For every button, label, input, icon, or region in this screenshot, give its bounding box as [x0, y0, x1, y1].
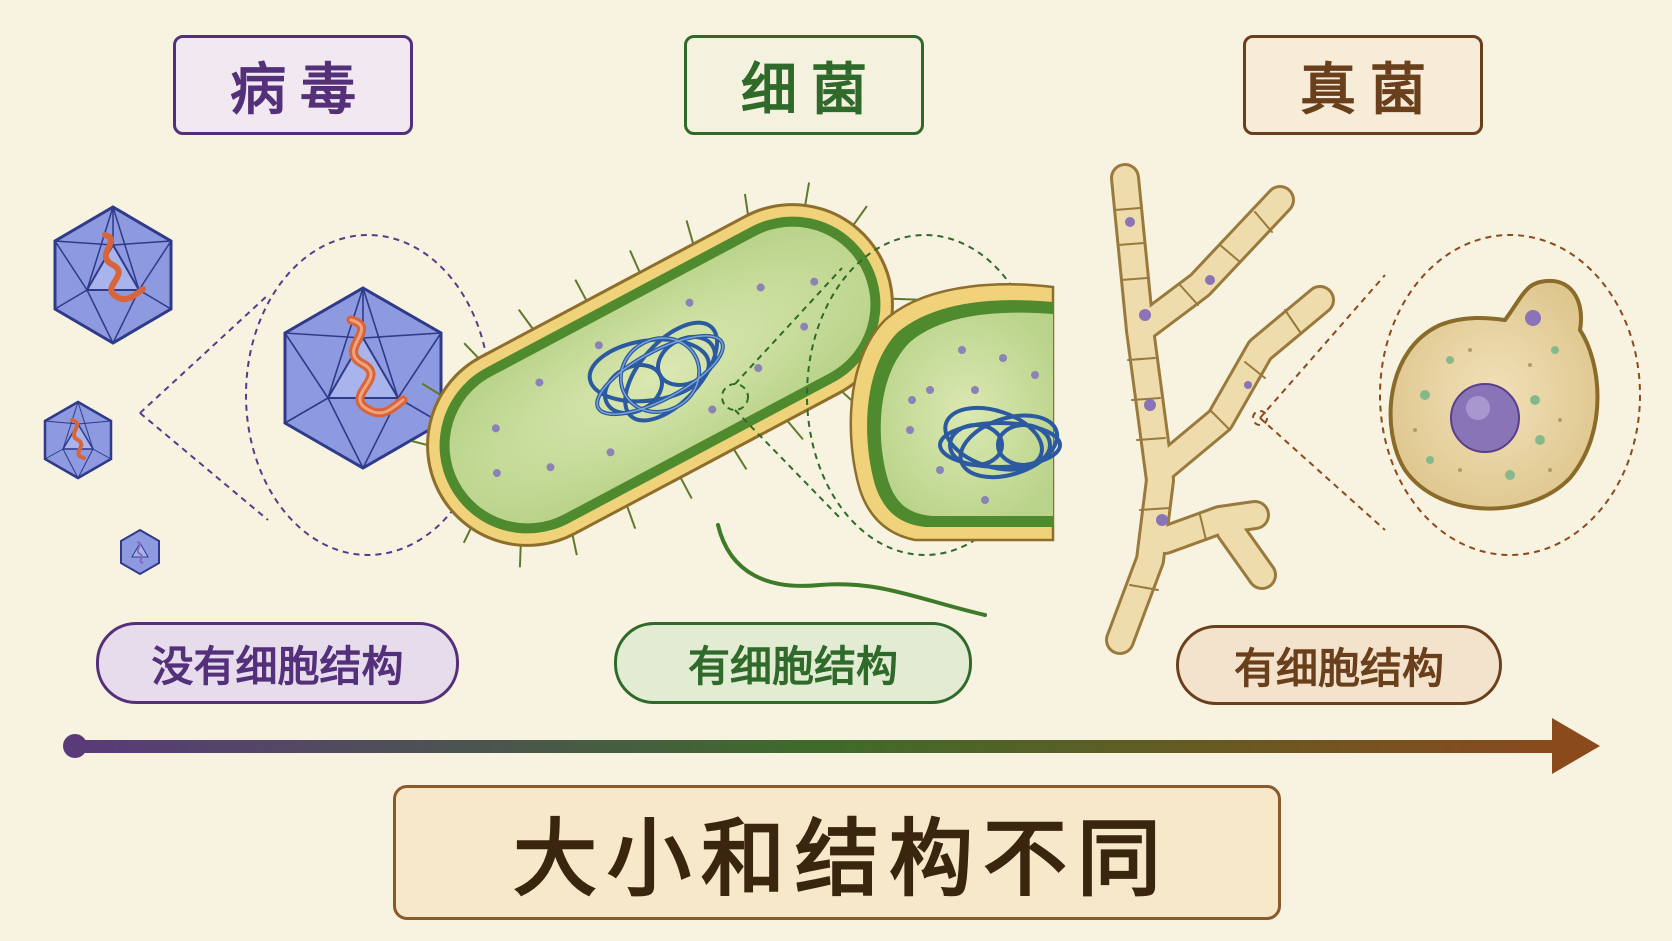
- structure-label-fungi: 有细胞结构: [1176, 625, 1502, 705]
- virus-icosahedron-medium: [43, 400, 113, 480]
- fungal-hyphae: [1105, 163, 1335, 655]
- structure-label-bacteria: 有细胞结构: [614, 622, 972, 704]
- bacterium-cell: [411, 182, 917, 568]
- comparison-arrow: [63, 718, 1600, 774]
- title-bacteria: 细菌: [684, 35, 924, 135]
- yeast-cell-magnified: [1388, 278, 1600, 511]
- virus-icosahedron-small: [120, 528, 160, 576]
- structure-label-virus: 没有细胞结构: [96, 622, 459, 704]
- title-virus: 病毒: [173, 35, 413, 135]
- bacterium-flagellum: [716, 523, 987, 617]
- fungus-zoom-lines: [1252, 234, 1641, 556]
- conclusion-text: 大小和结构不同: [393, 785, 1281, 920]
- virus-icosahedron-magnified: [283, 286, 443, 470]
- title-fungi: 真菌: [1243, 35, 1483, 135]
- bacterium-magnified-wall: [849, 283, 1062, 542]
- virus-icosahedron-large: [53, 205, 173, 345]
